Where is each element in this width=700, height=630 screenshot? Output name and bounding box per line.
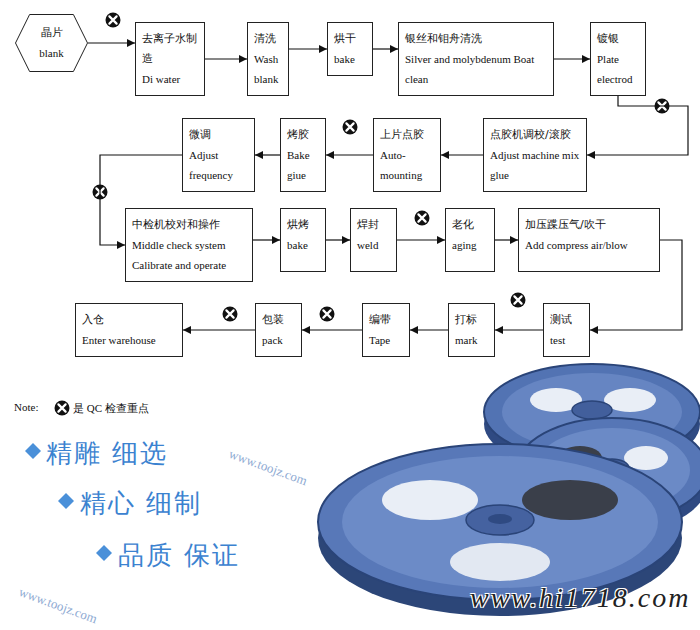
node-label: 微调: [189, 125, 248, 145]
process-box: 上片点胶Auto-mounting: [373, 118, 441, 192]
process-box: 烘干bake: [327, 22, 373, 76]
node-label: 镀银: [597, 29, 639, 49]
bullet-diamond: [58, 493, 74, 509]
process-box: 焊封weld: [350, 208, 397, 272]
node-label: 包装: [262, 310, 295, 330]
node-label: 上片点胶: [380, 125, 434, 145]
process-box: 微调Adjust frequency: [182, 118, 255, 192]
node-label: bake: [334, 49, 366, 69]
node-label: 烘烤: [287, 215, 319, 235]
process-box: 烤胶Bake giue: [280, 118, 326, 192]
flow-arrow: [205, 58, 247, 59]
qc-marker: [106, 13, 121, 28]
node-label: weld: [357, 235, 390, 255]
flow-arrow: [554, 58, 590, 59]
node-label: Silver and molybdenum Boat clean: [405, 49, 547, 89]
bullet-diamond: [25, 443, 41, 459]
node-label: 点胶机调校/滚胶: [490, 125, 580, 145]
node-label: Middle check system Calibrate and operat…: [132, 235, 246, 275]
node-label: 晶片: [29, 23, 74, 43]
node-label: Add compress air/blow: [525, 235, 653, 255]
qc-marker: [511, 293, 526, 308]
process-box: 银丝和钼舟清洗Silver and molybdenum Boat clean: [398, 22, 554, 96]
node-label: Auto-mounting: [380, 145, 434, 185]
note-text: Note:: [14, 401, 38, 413]
hexagon-shape: [16, 15, 88, 72]
flow-arrow: [587, 96, 688, 155]
legend-text: 是 QC 检查重点: [73, 401, 149, 416]
flow-arrow: [397, 239, 445, 240]
start-hexagon: 晶片blank: [15, 14, 88, 72]
qc-marker: [415, 211, 430, 226]
process-box: 编带Tape: [362, 303, 410, 357]
flow-arrow: [253, 239, 280, 240]
node-label: 清洗: [254, 29, 282, 49]
node-label: bake: [287, 235, 319, 255]
qc-marker: [223, 307, 238, 322]
process-box: 镀银Plate electrod: [590, 22, 646, 96]
process-box: 打标mark: [448, 303, 495, 357]
watermark: www.toojz.com: [227, 446, 310, 489]
flow-arrow: [326, 154, 373, 155]
qc-marker: [343, 120, 358, 135]
node-label: 打标: [455, 310, 488, 330]
process-box: 入仓Enter warehouse: [75, 303, 183, 357]
node-label: test: [550, 330, 583, 350]
node-label: pack: [262, 330, 295, 350]
process-box: 包装pack: [255, 303, 302, 357]
process-box: 加压蹀压气/吹干Add compress air/blow: [518, 208, 660, 272]
process-box: 中检机校对和操作Middle check system Calibrate an…: [125, 208, 253, 282]
node-label: 银丝和钼舟清洗: [405, 29, 547, 49]
process-box: 测试test: [543, 303, 590, 357]
flow-arrow: [495, 329, 543, 330]
process-box: 去离子水制造Di water: [135, 22, 205, 96]
node-label: Plate electrod: [597, 49, 639, 89]
flow-arrow: [255, 154, 280, 155]
flow-arrow: [183, 329, 255, 330]
website-text: www.hi1718.com: [470, 582, 690, 614]
node-label: blank: [29, 43, 74, 63]
node-label: 焊封: [357, 215, 390, 235]
node-label: 老化: [452, 215, 488, 235]
node-label: Bake giue: [287, 145, 319, 185]
node-label: 入仓: [82, 310, 176, 330]
node-label: 烘干: [334, 29, 366, 49]
node-label: Adjust frequency: [189, 145, 248, 185]
flow-arrow: [441, 154, 483, 155]
node-label: 烤胶: [287, 125, 319, 145]
hexagon-outline: [15, 14, 88, 72]
node-label: Wash blank: [254, 49, 282, 89]
node-label: 中检机校对和操作: [132, 215, 246, 235]
node-label: Enter warehouse: [82, 330, 176, 350]
watermark: www.toojz.com: [17, 584, 100, 627]
node-label: 加压蹀压气/吹干: [525, 215, 653, 235]
node-label: 测试: [550, 310, 583, 330]
flow-arrow: [410, 329, 448, 330]
node-label: 去离子水制造: [142, 29, 198, 69]
flow-arrow: [495, 239, 518, 240]
process-box: 老化aging: [445, 208, 495, 272]
flow-arrow: [373, 48, 398, 49]
node-label: Di water: [142, 69, 198, 89]
process-box: 点胶机调校/滚胶Adjust machine mix glue: [483, 118, 587, 192]
slogan-text: 品质 保证: [118, 538, 240, 573]
process-box: 烘烤bake: [280, 208, 326, 272]
node-label: mark: [455, 330, 488, 350]
process-box: 清洗Wash blank: [247, 22, 289, 96]
flow-arrow: [289, 48, 327, 49]
slogan-text: 精心 细制: [80, 486, 202, 521]
flow-arrow: [88, 42, 135, 43]
flow-arrow: [326, 239, 350, 240]
node-label: Adjust machine mix glue: [490, 145, 580, 185]
node-label: Tape: [369, 330, 403, 350]
slogan-text: 精雕 细选: [46, 436, 168, 471]
qc-marker: [55, 401, 70, 416]
node-label: 编带: [369, 310, 403, 330]
node-label: aging: [452, 235, 488, 255]
qc-marker: [320, 307, 335, 322]
bullet-diamond: [96, 545, 112, 561]
flow-arrow: [302, 329, 362, 330]
